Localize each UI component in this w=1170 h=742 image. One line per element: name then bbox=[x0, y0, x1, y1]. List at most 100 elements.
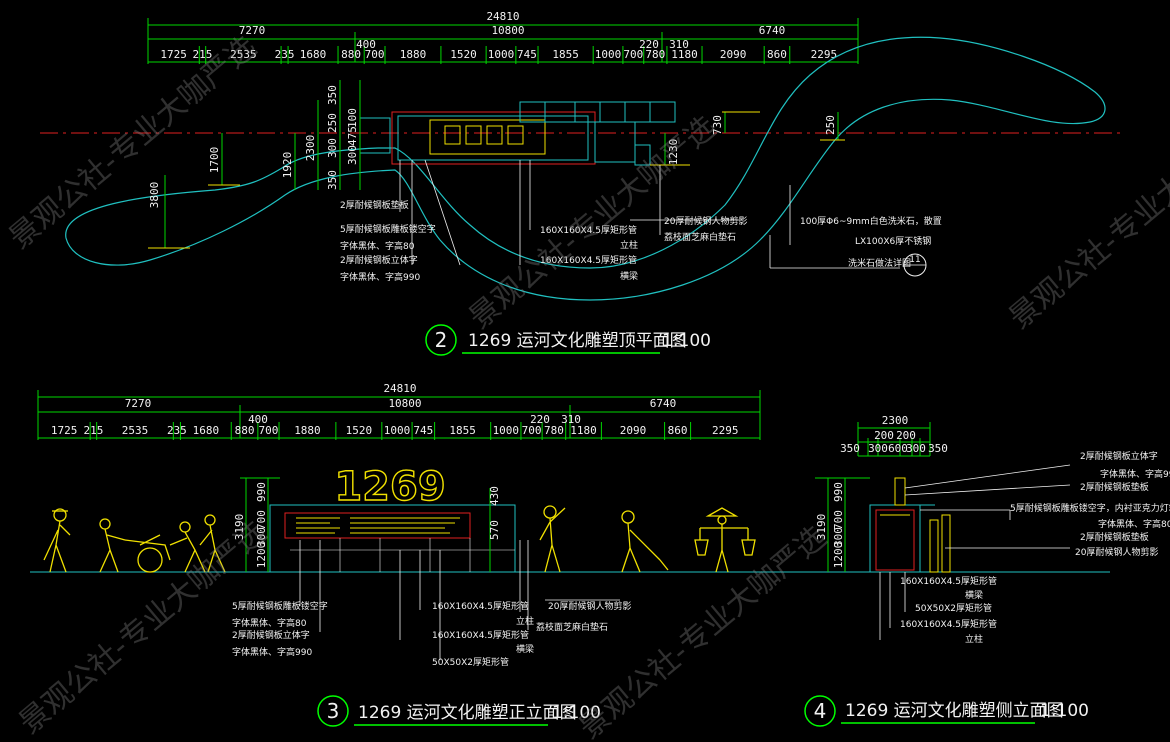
side-structure bbox=[869, 477, 951, 573]
side-dim-3190: 3190 bbox=[815, 514, 828, 541]
front-fine-dim-label-14: 780 bbox=[544, 424, 564, 437]
front-title: 3 1269 运河文化雕塑正立面图 1:100 bbox=[317, 695, 601, 727]
front-fine-dim-label-13: 700 bbox=[522, 424, 542, 437]
plan-fine-dim-label-4: 1680 bbox=[300, 48, 327, 61]
side-dim-300b: 300 bbox=[906, 442, 926, 455]
side-note-below-0: 160X160X4.5厚矩形管 bbox=[900, 575, 997, 587]
side-dim-1200: 1200 bbox=[832, 542, 845, 569]
plan-note-13: 洗米石做法详图 bbox=[848, 257, 911, 269]
side-dimension-chain bbox=[815, 422, 931, 572]
plan-note-6: 立柱 bbox=[620, 239, 638, 251]
front-dim-300: 300 bbox=[255, 527, 268, 547]
side-note-below-1: 横梁 bbox=[965, 589, 983, 601]
plan-fine-dim-label-1: 215 bbox=[193, 48, 213, 61]
front-fine-dim-label-9: 1000 bbox=[384, 424, 411, 437]
plan-dim-1700: 1700 bbox=[208, 147, 221, 174]
front-note-8: 50X50X2厚矩形管 bbox=[432, 656, 509, 668]
front-dim-7270: 7270 bbox=[125, 397, 152, 410]
plan-dim-100: 100 bbox=[346, 108, 359, 128]
front-sign-structure bbox=[269, 504, 516, 573]
front-total-dim: 24810 bbox=[383, 382, 416, 395]
front-fine-dim-label-11: 1855 bbox=[449, 424, 476, 437]
plan-dim-300a: 300 bbox=[326, 138, 339, 158]
front-leaders bbox=[299, 540, 620, 660]
front-dim-1200: 1200 bbox=[255, 542, 268, 569]
side-dim-990: 990 bbox=[832, 482, 845, 502]
watermark-5: 景观公社-专业大咖严选 bbox=[1003, 110, 1170, 337]
side-note-right-4: 字体黑体、字高80 bbox=[1098, 518, 1170, 530]
front-note-4: 160X160X4.5厚矩形管 bbox=[432, 600, 529, 612]
side-leaders bbox=[879, 464, 1071, 640]
plan-note-0: 2厚耐候钢板垫板 bbox=[340, 199, 409, 211]
side-title-number: 4 bbox=[814, 699, 827, 723]
front-dim-990: 990 bbox=[255, 482, 268, 502]
plan-note-4: 字体黑体、字高990 bbox=[340, 271, 420, 283]
watermark-1: 景观公社-专业大咖严选 bbox=[3, 30, 264, 257]
plan-dim-730: 730 bbox=[711, 115, 724, 135]
side-dim-2300: 2300 bbox=[882, 414, 909, 427]
watermark-4: 景观公社-专业大咖严选 bbox=[573, 520, 834, 742]
figure-silhouettes bbox=[43, 505, 756, 573]
front-fine-dim-label-3: 235 bbox=[167, 424, 187, 437]
side-dim-200b: 200 bbox=[896, 429, 916, 442]
plan-dim-7270: 7270 bbox=[239, 24, 266, 37]
front-vertical-dims bbox=[240, 477, 491, 572]
front-dim-310: 310 bbox=[561, 413, 581, 426]
front-fine-dim-label-7: 1880 bbox=[294, 424, 321, 437]
side-dim-350a: 350 bbox=[840, 442, 860, 455]
watermarks: 景观公社-专业大咖严选 景观公社-专业大咖严选 景观公社-专业大咖严选 景观公社… bbox=[3, 30, 1170, 742]
plan-vertical-dims bbox=[148, 80, 845, 249]
plan-fine-dim-label-5: 880 bbox=[341, 48, 361, 61]
plan-dim-220: 220 bbox=[639, 38, 659, 51]
front-dimension-chain bbox=[37, 390, 761, 440]
front-fine-dim-label-2: 2535 bbox=[122, 424, 149, 437]
detail-callout-number: 11 bbox=[909, 255, 920, 265]
front-note-5: 立柱 bbox=[516, 615, 534, 627]
plan-fine-dim-label-10: 745 bbox=[517, 48, 537, 61]
front-fine-dim-label-1: 215 bbox=[83, 424, 103, 437]
side-dim-300a: 300 bbox=[868, 442, 888, 455]
gravel-bed-outline bbox=[65, 36, 1106, 301]
plan-note-3: 2厚耐候钢板立体字 bbox=[340, 254, 418, 266]
plan-title-text: 1269 运河文化雕塑顶平面图 bbox=[468, 331, 687, 351]
side-title-text: 1269 运河文化雕塑侧立面图 bbox=[845, 701, 1064, 721]
side-dim-700: 700 bbox=[832, 510, 845, 530]
front-note-2: 2厚耐候钢板立体字 bbox=[232, 629, 310, 641]
side-dim-300: 300 bbox=[832, 527, 845, 547]
side-note-right-5: 2厚耐候钢板垫板 bbox=[1080, 531, 1149, 543]
plan-fine-dim-label-0: 1725 bbox=[160, 48, 187, 61]
plan-note-12: LX100X6厚不锈钢 bbox=[855, 235, 931, 247]
plan-fine-dim-label-3: 235 bbox=[275, 48, 295, 61]
side-note-right-6: 20厚耐候钢人物剪影 bbox=[1075, 546, 1158, 558]
plan-note-7: 160X160X4.5厚矩形管 bbox=[540, 254, 637, 266]
plan-note-8: 横梁 bbox=[620, 270, 638, 282]
front-fine-dim-label-16: 2090 bbox=[620, 424, 647, 437]
plan-dim-10800: 10800 bbox=[491, 24, 524, 37]
plan-note-2: 字体黑体、字高80 bbox=[340, 240, 415, 252]
plan-dim-350a: 350 bbox=[326, 85, 339, 105]
front-dim-220: 220 bbox=[530, 413, 550, 426]
plan-fine-dim-label-6: 700 bbox=[365, 48, 385, 61]
plan-fine-dim-label-15: 1180 bbox=[671, 48, 698, 61]
side-dim-350b: 350 bbox=[928, 442, 948, 455]
side-title: 4 1269 运河文化雕塑侧立面图 1:100 bbox=[804, 695, 1089, 727]
front-fine-dim-label-5: 880 bbox=[235, 424, 255, 437]
front-fine-dim-label-4: 1680 bbox=[193, 424, 220, 437]
plan-dim-310: 310 bbox=[669, 38, 689, 51]
front-dim-700: 700 bbox=[255, 510, 268, 530]
plan-dim-250b: 250 bbox=[824, 115, 837, 135]
front-dim-3190: 3190 bbox=[233, 514, 246, 541]
plan-fine-dim-label-11: 1855 bbox=[552, 48, 579, 61]
plan-total-dim: 24810 bbox=[486, 10, 519, 23]
front-title-scale: 1:100 bbox=[552, 703, 601, 723]
engraved-text-panel bbox=[296, 517, 460, 534]
plan-fine-dim-label-9: 1000 bbox=[488, 48, 515, 61]
plan-dim-1230: 1230 bbox=[667, 139, 680, 166]
plan-fine-dim-label-13: 700 bbox=[623, 48, 643, 61]
plan-dim-1920: 1920 bbox=[281, 152, 294, 179]
plan-dim-2300: 2300 bbox=[304, 135, 317, 162]
plan-fine-dim-label-7: 1880 bbox=[400, 48, 427, 61]
